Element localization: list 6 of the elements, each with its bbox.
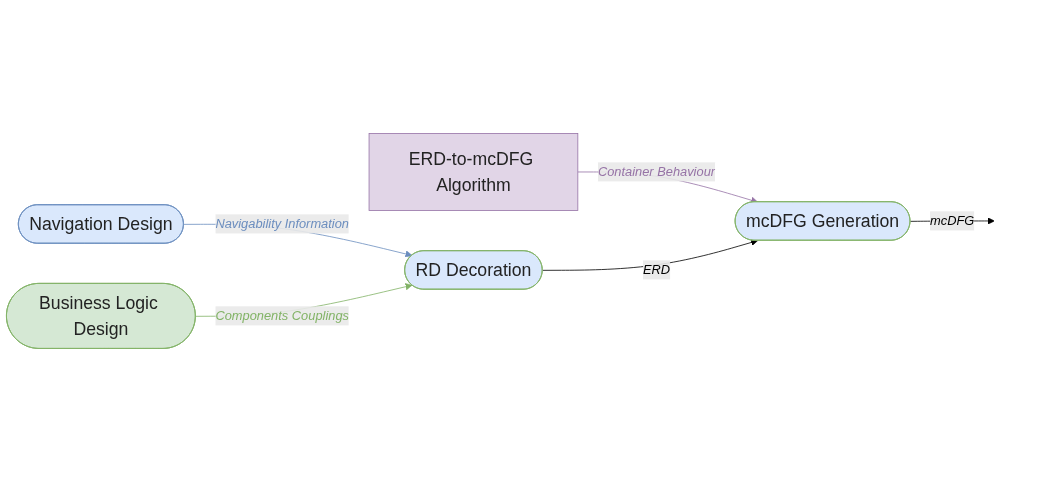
edge-label: Components Couplings [215,308,349,322]
edge-label: ERD [642,262,671,276]
edge-label: mcDFG [930,213,975,227]
edge-label: Container Behaviour [597,164,716,178]
edge-label: Navigability Information [215,216,349,230]
node-box: ERD-to-mcDFG Algorithm [368,132,579,211]
